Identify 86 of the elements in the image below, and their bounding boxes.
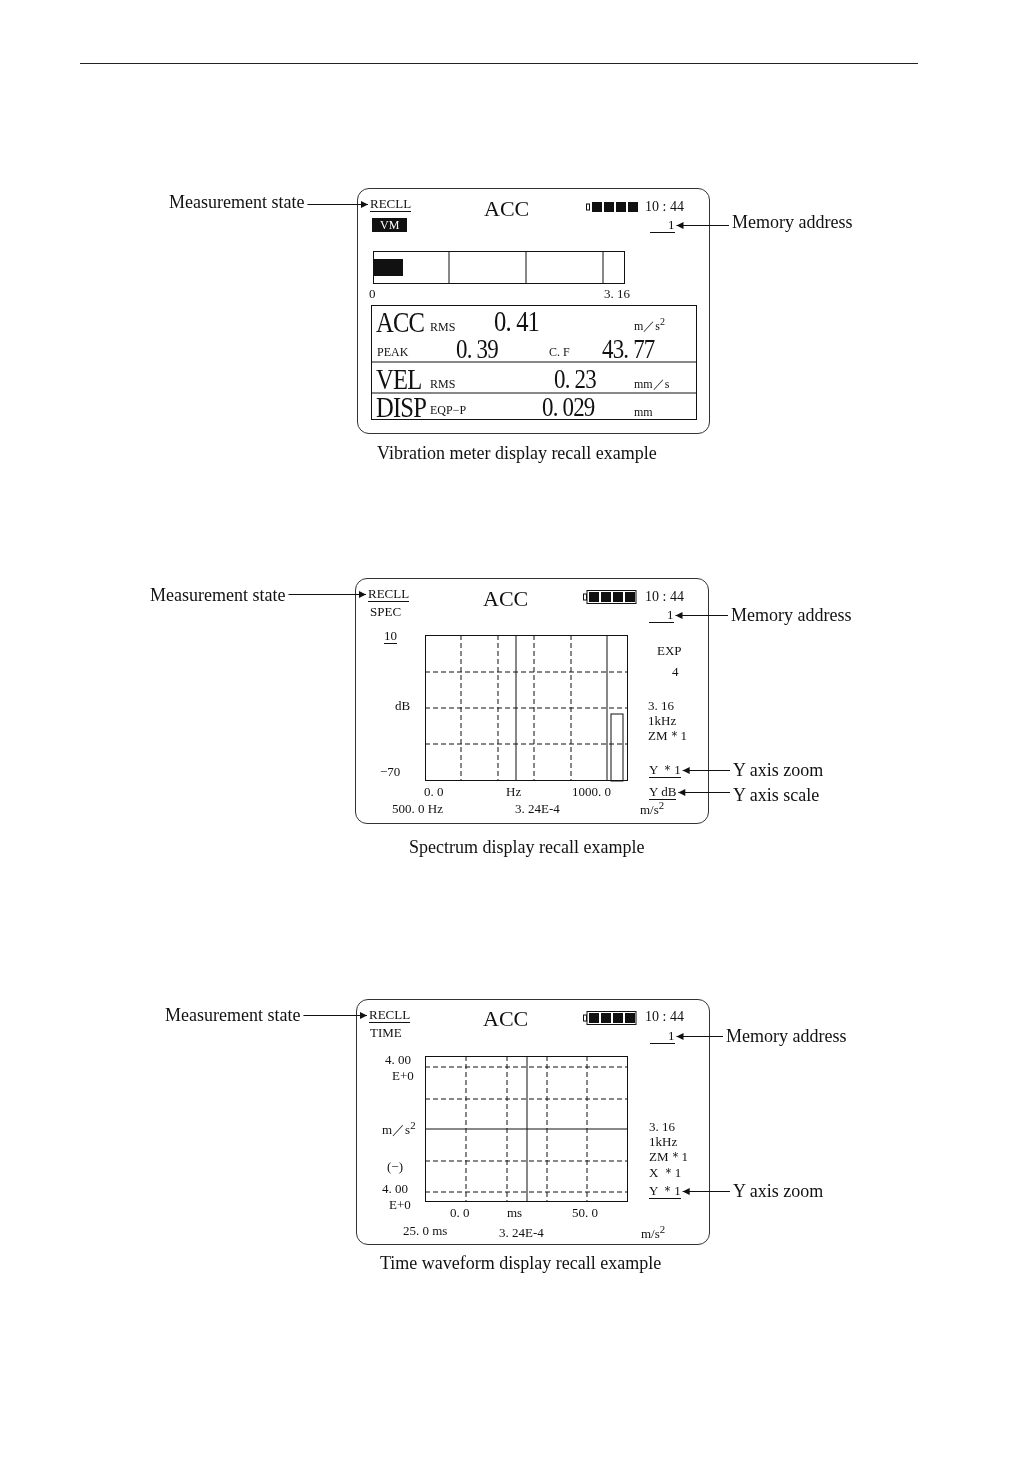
screen-text: 0 [369, 287, 376, 300]
screen-text: Y ＊1 [649, 763, 681, 778]
screen-text: 3. 24E-4 [499, 1226, 544, 1239]
screen-text: 10 : 44 [645, 1010, 684, 1024]
callout-text: Memory address [726, 1027, 847, 1045]
screen-text: 1 [649, 608, 674, 623]
screen-text: 10 : 44 [645, 590, 684, 604]
screen-text: (−) [387, 1160, 403, 1173]
screen-text: C. F [549, 346, 570, 358]
screen-text: 1 [650, 1029, 675, 1044]
callout-text: Memory address [732, 213, 853, 231]
figure-caption: Time waveform display recall example [380, 1254, 662, 1272]
callout-text: Measurement state [165, 1006, 301, 1024]
screen-text: ZM＊1 [649, 1150, 688, 1163]
figure-caption: Spectrum display recall example [409, 838, 645, 856]
screen-text: mm [634, 406, 653, 418]
screen-text: mm／s [634, 378, 670, 390]
screen-text: ZM＊1 [648, 729, 687, 742]
screen-text: EXP [657, 644, 682, 657]
screen-text: 4. 00 [385, 1053, 411, 1066]
callout-text: Y axis zoom [733, 1182, 824, 1200]
screen-text: m/s$^{2}$ [641, 1224, 666, 1241]
figure-caption: Vibration meter display recall example [377, 444, 657, 462]
screen-text: Y dB [649, 785, 677, 800]
screen-text: 1kHz [649, 1135, 678, 1148]
screen-text: ACC [483, 588, 529, 610]
screen-text: 10 [384, 629, 397, 644]
arrow [674, 612, 729, 619]
screen-text: TIME [370, 1026, 402, 1039]
reading-value: 0. 39 [456, 335, 498, 363]
screen-text: m/s$^{2}$ [640, 800, 665, 817]
screen-text: 3. 24E-4 [515, 802, 560, 815]
screen-text: −70 [380, 765, 401, 778]
callout-text: Y axis scale [733, 786, 820, 804]
screen-text: ACC [483, 1008, 529, 1030]
screen-text: RECLL [370, 197, 412, 212]
screen-text: RMS [430, 378, 456, 390]
arrow [287, 591, 367, 598]
screen-text: 3. 16 [649, 1120, 675, 1133]
arrow [682, 1188, 731, 1195]
screen-text: ACC [484, 198, 530, 220]
callout-text: Measurement state [169, 193, 305, 211]
screen-text: 1kHz [648, 714, 677, 727]
screen-text: 3. 16 [604, 287, 630, 300]
arrow [677, 789, 731, 796]
screen-text: PEAK [377, 346, 409, 358]
screen-text: 3. 16 [648, 699, 674, 712]
screen-text: RECLL [368, 587, 410, 602]
screen-text: 4. 00 [382, 1182, 408, 1195]
screen-text: E+0 [392, 1069, 414, 1082]
callout-text: Y axis zoom [733, 761, 824, 779]
screen-text: dB [395, 699, 411, 712]
screen-text: Y ＊1 [649, 1184, 681, 1199]
screen-text: EQP−P [430, 404, 467, 416]
mode-badge: VM [372, 218, 408, 232]
arrow [682, 767, 731, 774]
arrow [302, 1012, 368, 1019]
arrow [675, 1033, 724, 1040]
screen-text: Hz [506, 785, 522, 798]
screen-text: ms [507, 1206, 523, 1219]
screen-text: 1000. 0 [572, 785, 611, 798]
reading-value: ACC [376, 307, 425, 337]
screen-text: RECLL [369, 1008, 411, 1023]
screen-text: m／s$^{2}$ [382, 1120, 416, 1137]
screen-text: 4 [672, 665, 679, 678]
screen-text: 500. 0 Hz [392, 802, 443, 815]
screen-text: 50. 0 [572, 1206, 598, 1219]
screen-text: 1 [650, 218, 675, 233]
screen-text: 0. 0 [424, 785, 444, 798]
screen-text: m／s$^{2}$ [634, 317, 665, 332]
screen-text: 10 : 44 [645, 200, 684, 214]
screen-text: SPEC [370, 605, 402, 618]
screen-text: RMS [430, 321, 456, 333]
screen-text: E+0 [389, 1198, 411, 1211]
reading-value: 0. 41 [494, 306, 540, 336]
reading-value: 0. 23 [554, 365, 596, 393]
reading-value: VEL [376, 364, 422, 394]
screen-text: 0. 0 [450, 1206, 470, 1219]
reading-value: 0. 029 [542, 393, 595, 421]
arrow [675, 222, 730, 229]
reading-value: 43. 77 [602, 335, 655, 363]
reading-value: DISP [376, 392, 427, 422]
callout-text: Memory address [731, 606, 852, 624]
screen-text: 25. 0 ms [403, 1224, 448, 1237]
arrow [306, 201, 369, 208]
callout-text: Measurement state [150, 586, 286, 604]
